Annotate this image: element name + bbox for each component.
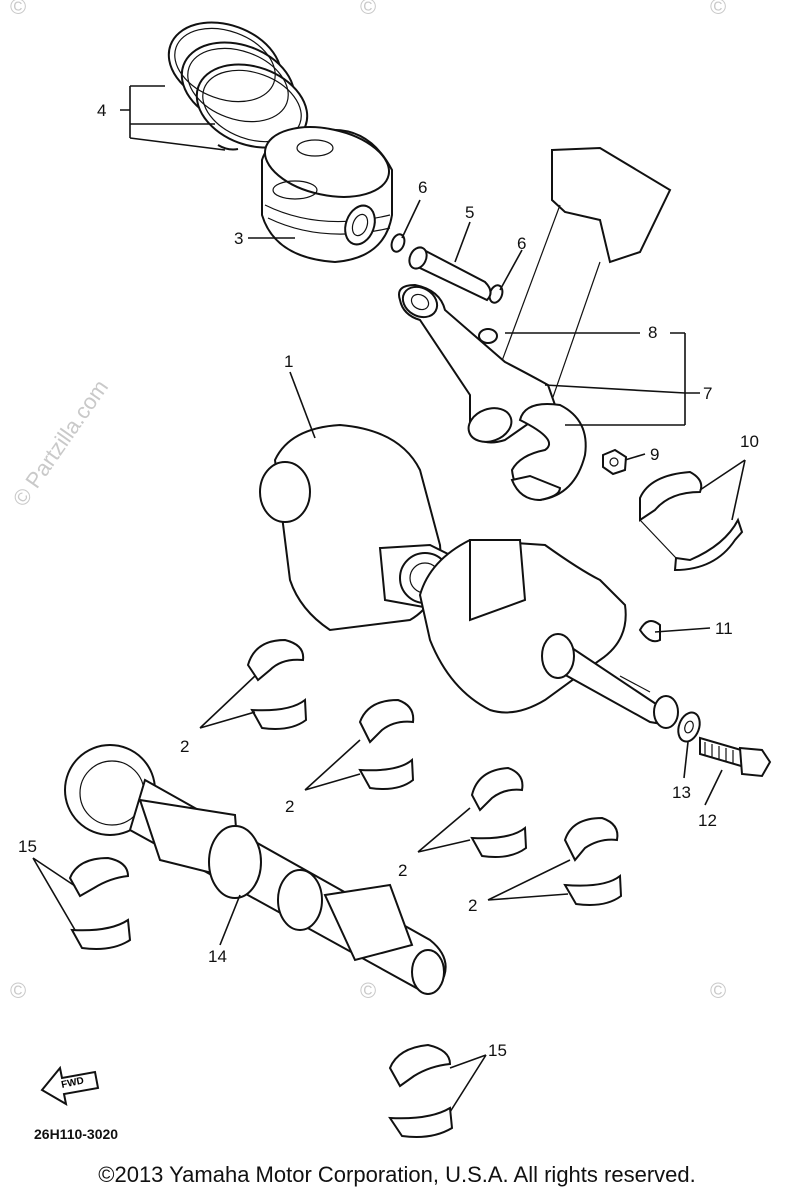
callout-13: 13 xyxy=(672,783,691,802)
crank-bolt xyxy=(699,736,772,778)
callout-14: 14 xyxy=(208,947,227,966)
connecting-rod xyxy=(398,146,672,502)
callout-6: 6 xyxy=(517,234,526,253)
callout-6: 6 xyxy=(418,178,427,197)
callout-7: 7 xyxy=(703,384,712,403)
fwd-label: FWD xyxy=(60,1075,85,1090)
watermark-mark: © xyxy=(360,0,376,19)
diagram-code: 26H110-3020 xyxy=(34,1126,118,1142)
watermark-mark: © xyxy=(10,978,26,1003)
callout-4: 4 xyxy=(97,101,106,120)
big-end-bearings xyxy=(639,470,744,572)
callout-3: 3 xyxy=(234,229,243,248)
callout-2: 2 xyxy=(180,737,189,756)
callout-2: 2 xyxy=(398,861,407,880)
callout-9: 9 xyxy=(650,445,659,464)
callout-1: 1 xyxy=(284,352,293,371)
callout-2: 2 xyxy=(285,797,294,816)
watermark-side: © Partzilla.com xyxy=(8,375,114,511)
woodruff-key xyxy=(638,620,661,643)
leader-lines xyxy=(32,85,746,1113)
watermark-mark: © xyxy=(710,0,726,19)
copyright-notice: ©2013 Yamaha Motor Corporation, U.S.A. A… xyxy=(98,1162,696,1187)
piston-pin-clips xyxy=(390,233,504,304)
callout-2: 2 xyxy=(468,896,477,915)
callout-15: 15 xyxy=(18,837,37,856)
crankshaft xyxy=(259,423,679,729)
callout-12: 12 xyxy=(698,811,717,830)
watermark-mark: © xyxy=(10,0,26,19)
washer xyxy=(677,711,701,743)
callout-numbers: 4 3 6 5 6 1 8 7 9 10 11 2 2 2 2 13 12 15… xyxy=(18,101,759,1060)
watermark-mark: © xyxy=(710,978,726,1003)
main-bearings xyxy=(246,638,623,906)
forward-arrow: FWD xyxy=(40,1065,100,1106)
callout-8: 8 xyxy=(648,323,657,342)
callout-10: 10 xyxy=(740,432,759,451)
callout-15: 15 xyxy=(488,1041,507,1060)
watermark-mark: © xyxy=(360,978,376,1003)
piston xyxy=(261,126,393,264)
balancer-bearings xyxy=(68,856,454,1138)
balancer-shaft xyxy=(64,744,447,995)
piston-rings xyxy=(167,21,309,151)
callout-11: 11 xyxy=(715,619,733,638)
callout-5: 5 xyxy=(465,203,474,222)
rod-nut xyxy=(602,448,628,476)
piston-pin xyxy=(408,246,492,302)
